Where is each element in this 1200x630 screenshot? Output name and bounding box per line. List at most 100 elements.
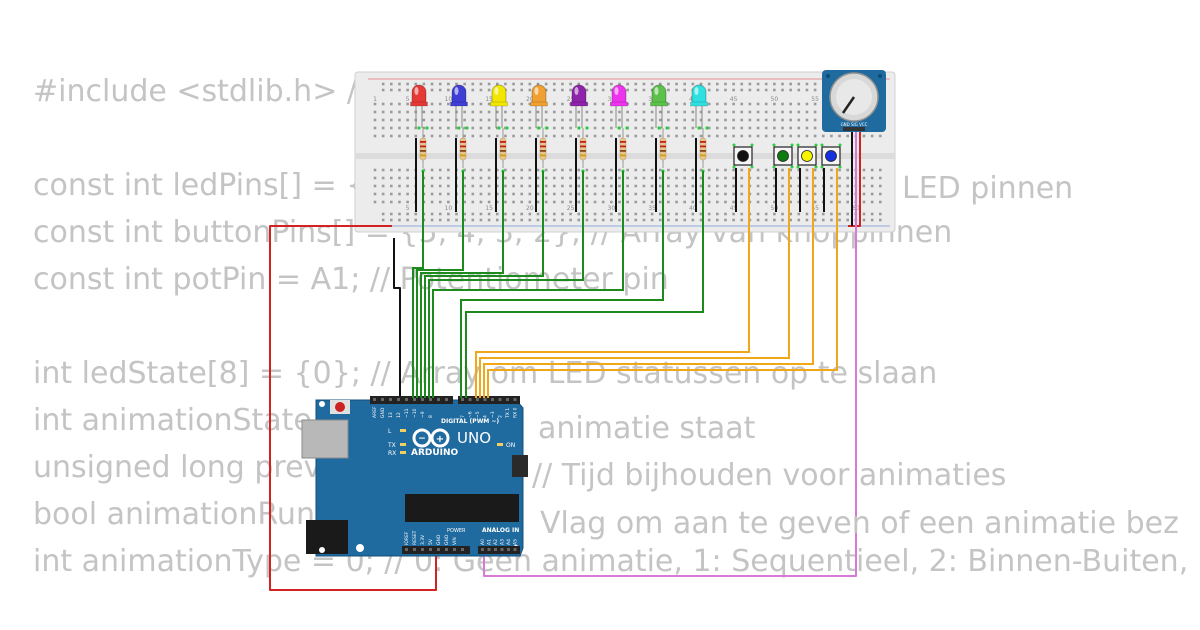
- breadboard-hole: [618, 212, 621, 216]
- breadboard-hole: [642, 134, 646, 138]
- breadboard-hole: [838, 218, 841, 222]
- reset-button[interactable]: [335, 402, 345, 412]
- pin-label: GND: [436, 534, 442, 545]
- breadboard-hole: [716, 218, 719, 222]
- pin-label: IOREF: [404, 531, 410, 545]
- breadboard-hole: [569, 184, 572, 188]
- breadboard-hole: [520, 82, 523, 86]
- breadboard-hole: [390, 88, 393, 92]
- breadboard-hole: [724, 118, 727, 122]
- breadboard-hole: [479, 168, 483, 172]
- breadboard-hole: [691, 212, 695, 216]
- breadboard-hole: [463, 176, 466, 180]
- wire-orange-button-4: [487, 168, 838, 398]
- breadboard-hole: [504, 200, 507, 204]
- potentiometer: GND SIG VCC: [822, 70, 886, 132]
- breadboard-hole: [732, 192, 735, 196]
- breadboard-hole: [813, 184, 817, 188]
- breadboard-hole: [846, 184, 849, 188]
- breadboard-hole: [561, 212, 564, 216]
- breadboard-hole: [805, 102, 809, 106]
- breadboard-hole: [716, 200, 719, 204]
- breadboard-hole: [463, 184, 466, 188]
- breadboard-hole: [569, 82, 572, 86]
- breadboard-column-number: 10: [445, 205, 453, 212]
- breadboard-hole: [601, 134, 605, 138]
- pin-label: 2: [498, 415, 504, 418]
- breadboard-hole: [626, 176, 629, 180]
- breadboard-hole: [862, 200, 866, 204]
- breadboard-hole: [438, 218, 442, 222]
- breadboard-hole: [593, 134, 597, 138]
- breadboard-hole: [381, 212, 385, 216]
- breadboard-hole: [447, 192, 450, 196]
- breadboard-hole: [447, 200, 450, 204]
- breadboard-hole: [618, 200, 621, 204]
- breadboard-hole: [447, 102, 450, 106]
- breadboard-hole: [846, 168, 849, 172]
- breadboard-hole: [699, 134, 703, 138]
- breadboard-hole: [821, 134, 825, 138]
- breadboard-hole: [699, 184, 703, 188]
- breadboard-hole: [870, 200, 874, 204]
- breadboard-hole: [683, 134, 686, 138]
- breadboard-hole: [773, 200, 776, 204]
- breadboard-hole: [732, 200, 735, 204]
- pin-label: AREF: [372, 406, 378, 418]
- breadboard-hole: [781, 200, 784, 204]
- breadboard-hole: [789, 192, 792, 196]
- breadboard-hole: [610, 110, 613, 114]
- breadboard-hole: [781, 218, 784, 222]
- breadboard-hole: [561, 168, 564, 172]
- breadboard-hole: [618, 134, 621, 138]
- breadboard-hole: [642, 168, 646, 172]
- breadboard-hole: [585, 212, 589, 216]
- breadboard-hole: [634, 126, 638, 130]
- breadboard-hole: [781, 110, 784, 114]
- breadboard-hole: [650, 82, 654, 86]
- led-row: [410, 84, 708, 128]
- breadboard-hole: [634, 82, 638, 86]
- breadboard-hole: [650, 218, 654, 222]
- breadboard-hole: [724, 184, 727, 188]
- breadboard-hole: [406, 176, 409, 180]
- breadboard-hole: [381, 176, 385, 180]
- pin-label: A1: [487, 539, 493, 545]
- breadboard-hole: [764, 88, 768, 92]
- resistor-2: [457, 126, 469, 173]
- breadboard-hole: [536, 134, 540, 138]
- breadboard-hole: [471, 82, 475, 86]
- breadboard-hole: [398, 102, 401, 106]
- pushbutton-1[interactable]: [732, 143, 754, 169]
- breadboard-hole: [487, 218, 491, 222]
- breadboard-hole: [740, 176, 744, 180]
- pushbutton-3[interactable]: [796, 143, 818, 169]
- breadboard-hole: [553, 134, 556, 138]
- breadboard-hole: [373, 168, 377, 172]
- pin-label: ~3: [490, 411, 496, 418]
- breadboard-hole: [553, 200, 556, 204]
- breadboard-hole: [805, 88, 809, 92]
- svg-text:−: −: [418, 434, 426, 444]
- breadboard-hole: [585, 110, 589, 114]
- breadboard-hole: [479, 88, 483, 92]
- breadboard-hole: [626, 212, 629, 216]
- breadboard-hole: [479, 126, 483, 130]
- wire-green-led-5: [428, 171, 584, 398]
- pushbutton-4[interactable]: [820, 143, 842, 169]
- breadboard-hole: [691, 110, 695, 114]
- breadboard-hole: [406, 134, 409, 138]
- breadboard-hole: [544, 118, 548, 122]
- pushbutton-2[interactable]: [772, 143, 794, 169]
- breadboard-hole: [373, 102, 377, 106]
- breadboard-hole: [504, 176, 507, 180]
- breadboard-hole: [805, 192, 809, 196]
- breadboard-hole: [797, 126, 801, 130]
- pin-label: 8: [428, 415, 434, 418]
- breadboard-hole: [797, 88, 801, 92]
- breadboard-hole: [626, 192, 629, 196]
- breadboard-hole: [789, 110, 792, 114]
- breadboard-hole: [797, 102, 801, 106]
- breadboard-hole: [650, 184, 654, 188]
- breadboard-hole: [683, 110, 686, 114]
